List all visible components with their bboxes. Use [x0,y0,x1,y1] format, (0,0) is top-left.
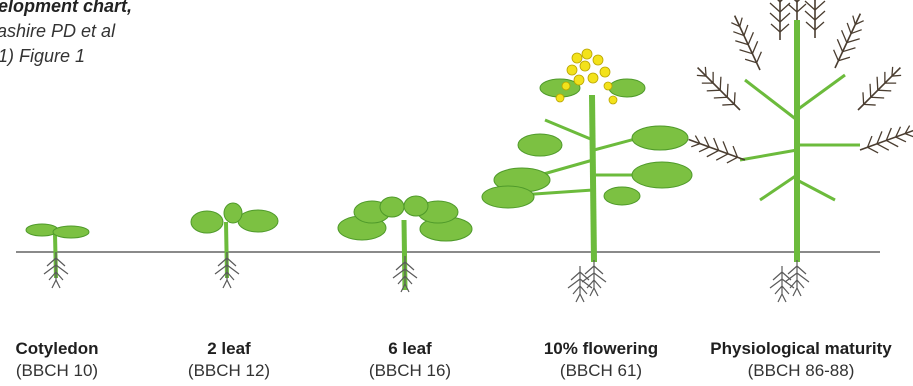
stage-label-10-percent-flowering: 10% flowering (BBCH 61) [544,338,658,382]
plant-2-leaf [191,203,278,288]
plant-physiological-maturity [685,0,913,302]
stage-label-2-leaf: 2 leaf (BBCH 12) [188,338,270,382]
stage-label-cotyledon: Cotyledon (BBCH 10) [15,338,98,382]
plant-cotyledon [26,224,89,288]
plant-6-leaf [338,196,472,292]
stage-label-6-leaf: 6 leaf (BBCH 16) [369,338,451,382]
stage-label-physiological-maturity: Physiological maturity (BBCH 86-88) [710,338,891,382]
plant-10-percent-flowering [482,49,692,302]
